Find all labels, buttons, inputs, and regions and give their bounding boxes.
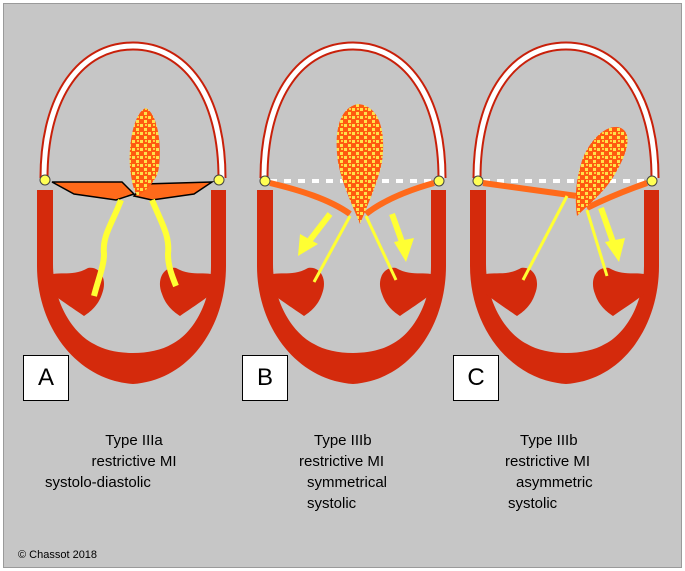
panel-a-heart [37,41,227,384]
papillary-muscle-a-left [53,267,105,316]
caption-b-line-1: Type IIIb [314,432,372,449]
panel-label-a: A [23,355,69,401]
caption-b-line-2: restrictive MI [299,453,385,470]
caption-b-line-3: symmetrical [307,474,388,491]
caption-b-line-4: systolic [307,495,357,512]
caption-c-line-1: Type IIIb [520,432,578,449]
caption-a-line-1: Type IIIa [105,432,163,449]
leaflet-a-right [132,181,215,201]
caption-a: Type IIIa restrictive MI systolo-diastol… [44,430,224,493]
caption-c-line-4: systolic [508,495,558,512]
caption-a-line-3: systolo-diastolic [45,474,151,491]
caption-c: Type IIIb restrictive MI asymmetric syst… [472,430,652,514]
figure-frame: A B C Type IIIa restrictive MI systolo-d… [3,3,682,568]
copyright-credit: © Chassot 2018 [18,549,98,561]
chordae-a-left [91,198,124,297]
heart-diagrams [37,41,660,384]
caption-a-line-2: restrictive MI [91,453,177,470]
panel-label-c: C [453,355,499,401]
caption-c-line-3: asymmetric [516,474,593,491]
vegetation-a [129,108,160,196]
panel-b-heart [257,41,447,384]
panel-c-heart [470,41,660,384]
chordae-a-right [149,198,179,288]
caption-c-line-2: restrictive MI [505,453,591,470]
panel-label-b: B [242,355,288,401]
leaflet-a-left [51,181,136,201]
caption-b: Type IIIb restrictive MI symmetrical sys… [266,430,446,514]
